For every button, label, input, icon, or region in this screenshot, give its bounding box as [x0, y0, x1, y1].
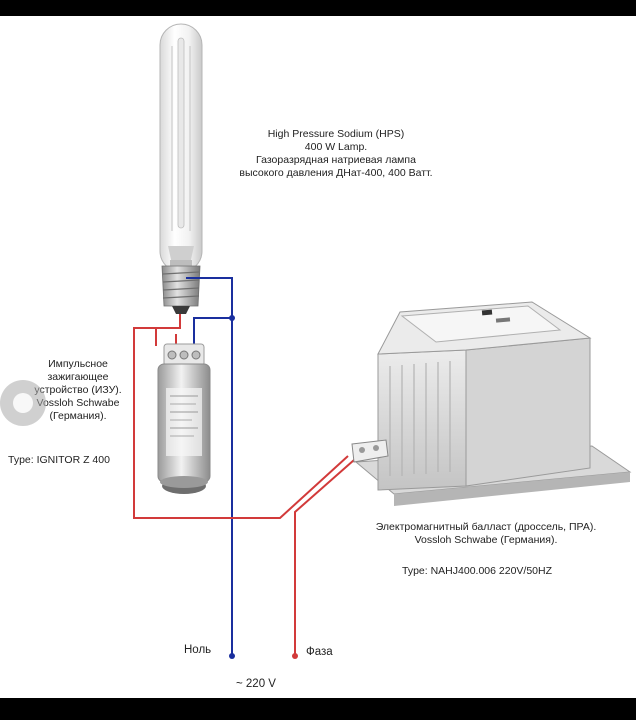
ignitor-device: [157, 343, 211, 494]
ignitor-type: Type: IGNITOR Z 400: [8, 454, 110, 466]
neutral-label: Ноль: [184, 644, 212, 656]
ballast-line-2: Vossloh Schwabe (Германия).: [414, 534, 558, 546]
assistive-touch-button[interactable]: [0, 380, 46, 426]
ignitor-caption: Импульсное зажигающее устройство (ИЗУ). …: [26, 358, 130, 423]
bottom-black-bar: [0, 698, 636, 720]
ignitor-line-4: Vossloh Schwabe: [36, 397, 120, 409]
ignitor-line-1: Импульсное: [48, 358, 108, 370]
hps-lamp: [159, 23, 203, 314]
ignitor-line-3: устройство (ИЗУ).: [34, 384, 122, 396]
lamp-line-2: 400 W Lamp.: [304, 141, 368, 153]
phase-terminal-dot: [292, 653, 298, 659]
voltage-label: ~ 220 V: [236, 678, 276, 690]
ballast-type: Type: NAHJ400.006 220V/50HZ: [402, 565, 553, 577]
lamp-line-1: High Pressure Sodium (HPS): [267, 128, 405, 140]
lamp-line-3: Газоразрядная натриевая лампа: [256, 154, 416, 166]
ignitor-line-5: (Германия).: [49, 410, 107, 422]
junction-dot: [229, 315, 235, 321]
ballast-caption: Электромагнитный балласт (дроссель, ПРА)…: [352, 521, 620, 547]
neutral-terminal-dot: [229, 653, 235, 659]
lamp-line-4: высокого давления ДНат-400, 400 Ватт.: [239, 167, 433, 179]
wiring-diagram: High Pressure Sodium (HPS) 400 W Lamp. Г…: [0, 16, 636, 698]
phase-label: Фаза: [306, 646, 333, 658]
assistive-touch-inner-icon: [13, 393, 33, 413]
ballast-line-1: Электромагнитный балласт (дроссель, ПРА)…: [375, 521, 597, 533]
ballast-device: [351, 301, 632, 506]
diagram-canvas: [133, 23, 632, 659]
lamp-caption: High Pressure Sodium (HPS) 400 W Lamp. Г…: [206, 128, 466, 180]
wires: [133, 277, 355, 656]
top-black-bar: [0, 0, 636, 16]
ignitor-line-2: зажигающее: [47, 371, 109, 383]
